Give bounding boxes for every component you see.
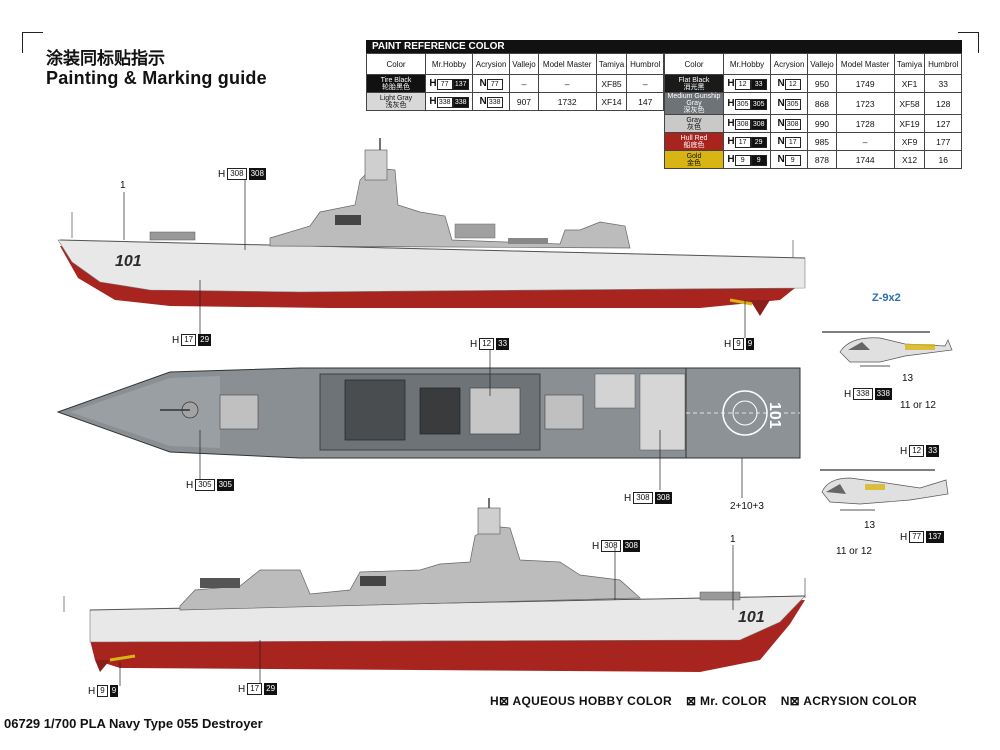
- footer-product-title: 06729 1/700 PLA Navy Type 055 Destroyer: [4, 716, 263, 731]
- color-name-cn: 浅灰色: [385, 101, 407, 109]
- model-master-code: 1732: [537, 92, 597, 111]
- legend-acrysion: N⊠ ACRYSION COLOR: [780, 694, 917, 708]
- legend-mr-color: ⊠ Mr. COLOR: [686, 694, 767, 708]
- heli-label-11-top: 11 or 12: [900, 400, 936, 411]
- callout-part-1-top: 1: [120, 180, 126, 191]
- color-name: Gray: [686, 116, 702, 124]
- leader-lines: [119, 180, 746, 686]
- heli-label-13-top: 13: [902, 373, 914, 384]
- color-name: Hull Red: [680, 134, 708, 142]
- humbrol-code: 33: [924, 74, 962, 93]
- helicopter-bottom-icon: [820, 469, 949, 511]
- hull-number-bottom: 101: [738, 609, 765, 626]
- helicopter-top-icon: [822, 331, 953, 367]
- color-name-cn: 深灰色: [683, 107, 705, 114]
- color-name-cn: 金色: [687, 159, 701, 167]
- deck-number: 101: [766, 402, 783, 429]
- corner-mark-tr: [958, 32, 979, 53]
- column-header: Acrysion: [472, 53, 511, 75]
- heli-label-11-bottom: 11 or 12: [836, 546, 872, 557]
- model-master-code: 1728: [835, 114, 895, 133]
- humbrol-code: 16: [924, 150, 962, 169]
- corner-mark-tl: [22, 32, 43, 53]
- hull-number-top: 101: [115, 253, 142, 270]
- plan-view: [56, 367, 801, 459]
- tamiya-code: XF14: [595, 92, 628, 111]
- color-name-cn: 消光黑: [683, 83, 705, 91]
- side-profile-bottom: [63, 498, 806, 672]
- tamiya-code: X12: [893, 150, 926, 169]
- color-name: Medium Gunship Gray: [667, 93, 721, 107]
- title-english: Painting & Marking guide: [46, 68, 267, 88]
- helicopter-title: Z-9x2: [872, 292, 901, 304]
- model-master-code: 1744: [835, 150, 895, 169]
- color-name: Tire Black: [380, 76, 412, 84]
- paint-reference-title: PAINT REFERENCE COLOR: [366, 40, 962, 53]
- color-name: Flat Black: [678, 76, 710, 84]
- title-chinese: 涂装同标贴指示: [46, 49, 165, 69]
- legend-aqueous: H⊠ AQUEOUS HOBBY COLOR: [490, 694, 673, 708]
- color-name-cn: 船底色: [683, 141, 705, 149]
- vallejo-code: 878: [807, 150, 837, 169]
- color-name: Light Gray: [379, 94, 413, 102]
- color-name-cn: 轮胎黑色: [382, 83, 410, 91]
- callout-part-1-bottom: 1: [730, 534, 736, 545]
- color-name-cn: 灰色: [687, 123, 701, 131]
- humbrol-code: 147: [626, 92, 664, 111]
- color-legend: H⊠ AQUEOUS HOBBY COLOR ⊠ Mr. COLOR N⊠ AC…: [490, 694, 917, 708]
- heli-label-13-bottom: 13: [864, 520, 876, 531]
- color-name: Gold: [686, 152, 702, 160]
- callout-plan-decal: 2+10+3: [730, 501, 764, 512]
- side-profile-top: [57, 138, 806, 316]
